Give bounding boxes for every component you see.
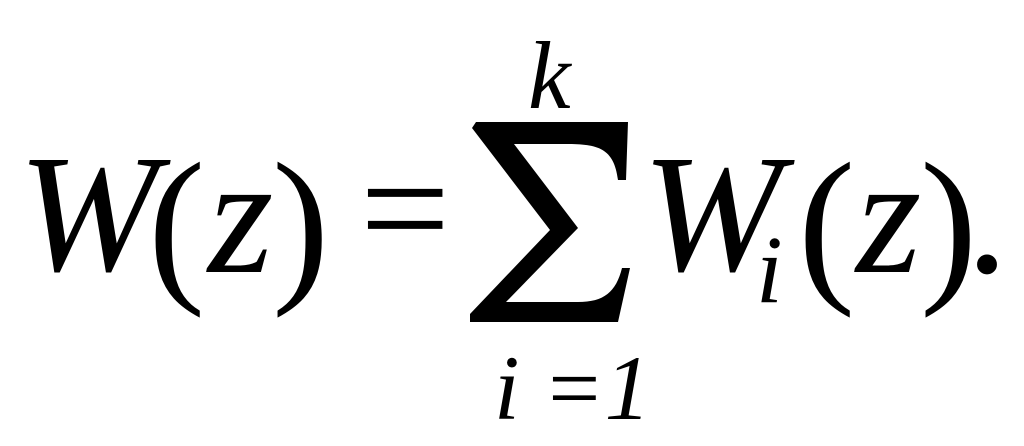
lhs-open-paren: ( xyxy=(148,129,206,319)
trailing-period: . xyxy=(966,123,1008,309)
summation-sigma-icon xyxy=(470,122,630,322)
equals-sign: = xyxy=(360,119,451,297)
rhs-function-w: W xyxy=(642,121,782,307)
lhs-close-paren: ) xyxy=(272,129,330,319)
lhs-variable-z: z xyxy=(208,123,274,309)
rhs-subscript-i: i xyxy=(756,216,783,323)
rhs-open-paren: ( xyxy=(798,129,856,319)
rhs-variable-z: z xyxy=(856,123,922,309)
sum-lower-limit: i =1 xyxy=(494,337,651,439)
rhs-close-paren: ) xyxy=(920,129,978,319)
sum-upper-limit: k xyxy=(528,22,571,129)
lhs-function-w: W xyxy=(18,121,158,307)
